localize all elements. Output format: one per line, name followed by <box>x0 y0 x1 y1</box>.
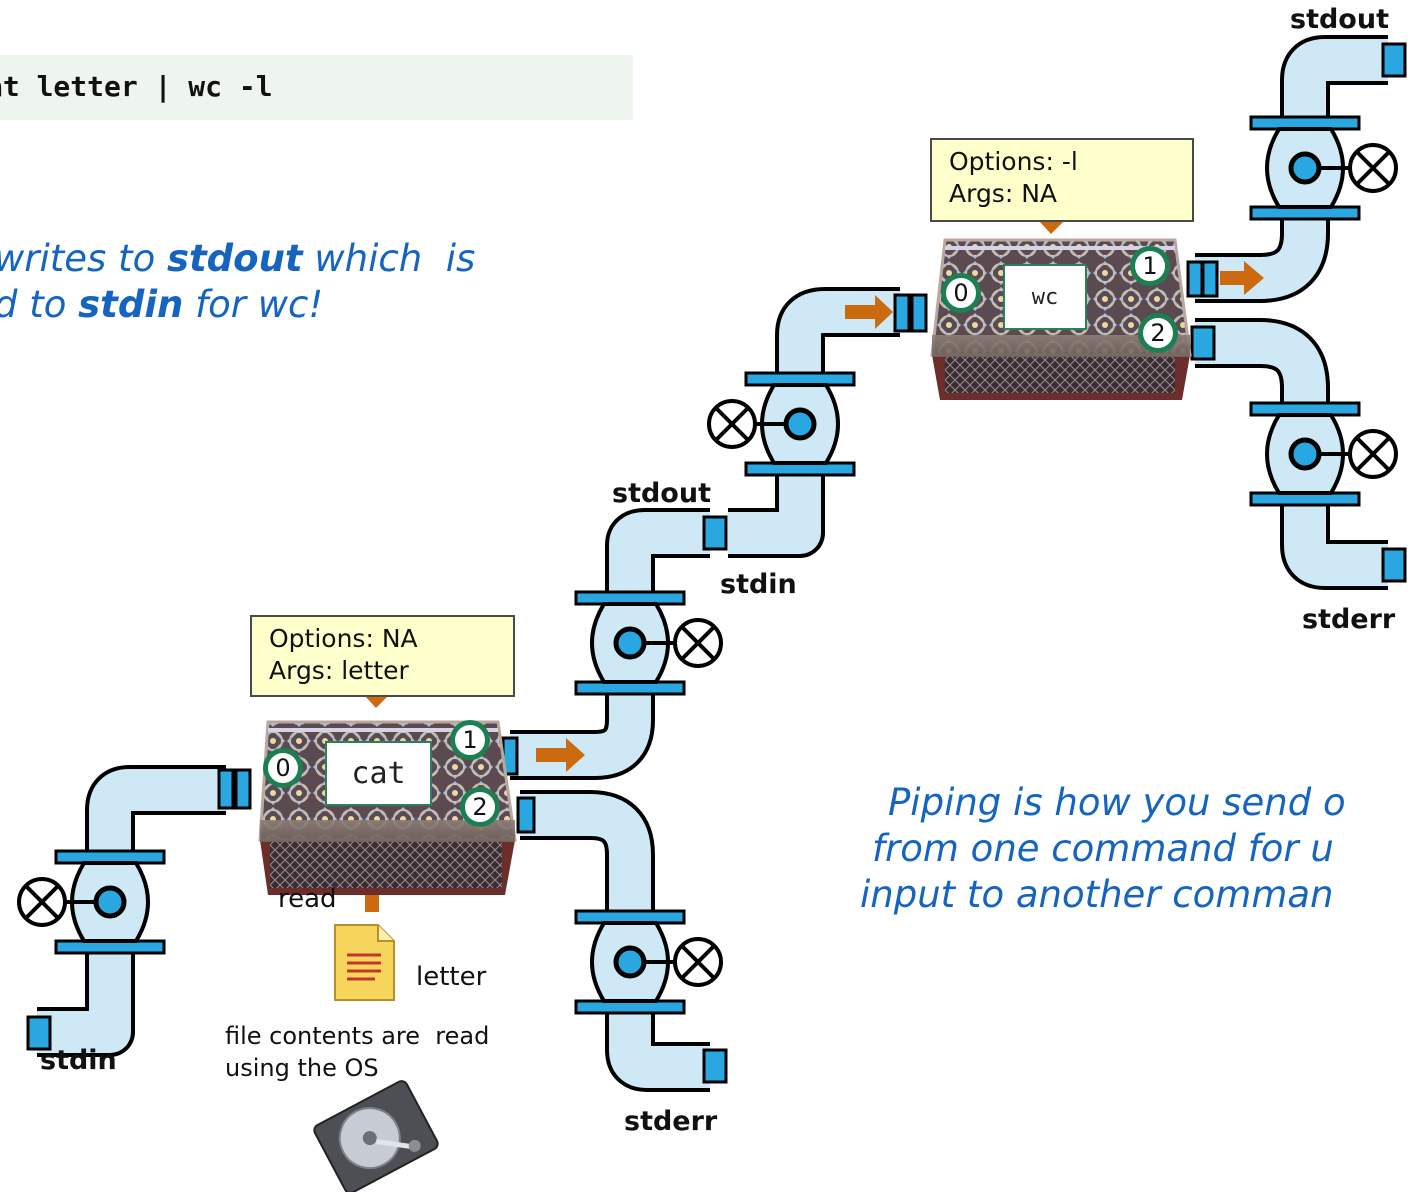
flange <box>893 293 911 333</box>
cat-args: Args: letter <box>269 656 409 685</box>
flange <box>234 768 252 810</box>
read-label: read <box>278 884 337 914</box>
wc-stdin-label: stdin <box>720 569 797 600</box>
wc-command-label: wc <box>1003 264 1087 330</box>
command-bar <box>0 55 633 120</box>
cat-options: Options: NA <box>269 624 418 653</box>
letter-file-label: letter <box>416 962 487 992</box>
wc-stderr-label: stderr <box>1302 604 1396 635</box>
note-top-line1: writes to stdout which is <box>0 237 476 280</box>
flange <box>516 796 536 834</box>
wc-fd-0: 0 <box>941 273 981 313</box>
flow-arrow <box>1220 261 1264 295</box>
cat-fd-1: 1 <box>450 720 490 760</box>
note-top-line2: d to stdin for wc! <box>0 283 324 326</box>
valve <box>574 590 723 696</box>
flange <box>702 515 728 551</box>
wc-options: Options: -l <box>949 147 1078 176</box>
flange <box>702 1048 728 1084</box>
flow-arrow <box>536 738 585 772</box>
cat-stdin-label: stdin <box>40 1045 117 1076</box>
flange <box>910 293 928 333</box>
flange <box>1201 260 1219 298</box>
wc-process-box <box>930 238 1192 400</box>
flow-arrow <box>845 295 893 329</box>
flange <box>1381 42 1407 78</box>
cat-command-label: cat <box>325 741 432 806</box>
cat-stderr-label: stderr <box>624 1106 718 1137</box>
wc-fd-2: 2 <box>1138 313 1178 353</box>
command-text: at letter | wc -l <box>0 70 273 103</box>
flange <box>1186 260 1204 298</box>
callout-pointer <box>1040 222 1063 234</box>
valve <box>1249 401 1398 507</box>
callout-pointer <box>365 696 388 708</box>
valve <box>17 849 166 955</box>
document-icon <box>334 924 395 1001</box>
hard-drive-icon <box>313 1080 439 1192</box>
file-note-line2: using the OS <box>225 1054 379 1082</box>
note-bottom-line1: Piping is how you send o <box>888 781 1346 824</box>
wc-options-callout: Options: -l Args: NA <box>930 138 1194 222</box>
valve <box>574 909 723 1015</box>
cat-fd-2: 2 <box>460 787 500 827</box>
flange <box>1190 325 1216 361</box>
cat-process-box <box>258 720 517 895</box>
flange <box>26 1015 52 1051</box>
valve <box>707 371 856 477</box>
wc-stdout-label: stdout <box>1290 4 1389 35</box>
cat-stdout-label: stdout <box>612 478 711 509</box>
cat-fd-0: 0 <box>263 748 303 788</box>
note-bottom-line3: input to another comman <box>860 873 1334 916</box>
cat-options-callout: Options: NA Args: letter <box>250 615 515 697</box>
flange <box>1381 547 1407 583</box>
valve <box>1249 115 1398 221</box>
note-bottom-line2: from one command for u <box>872 827 1334 870</box>
wc-args: Args: NA <box>949 179 1058 208</box>
file-note-line1: file contents are read <box>225 1022 490 1050</box>
flange <box>217 768 235 810</box>
wc-fd-1: 1 <box>1130 246 1170 286</box>
